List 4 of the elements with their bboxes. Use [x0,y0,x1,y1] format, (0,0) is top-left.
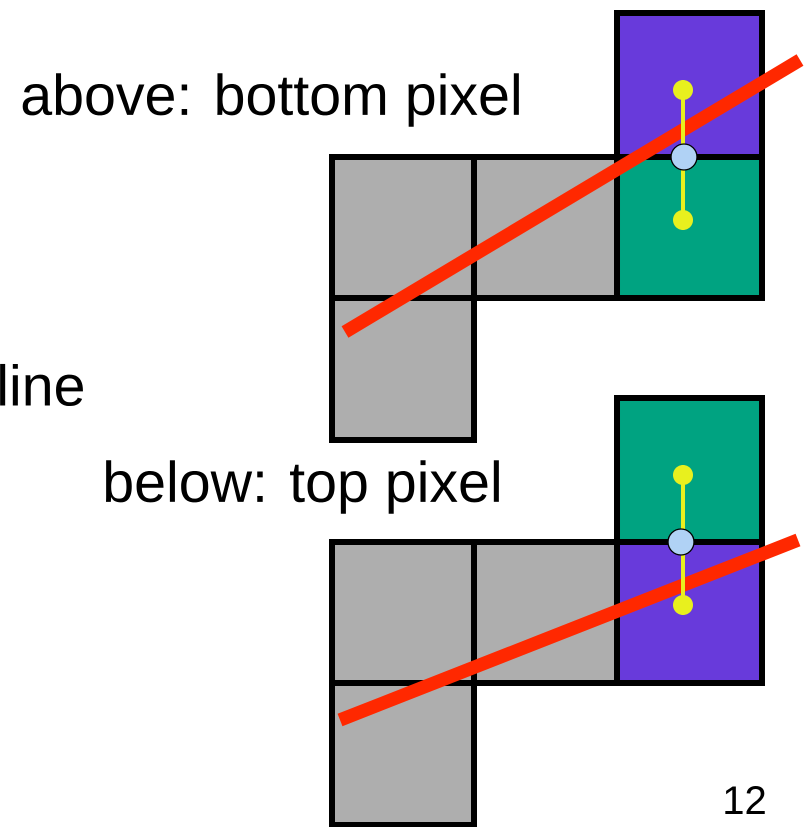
label-text: 12 [725,786,765,814]
label-text: below: top pixel [106,460,499,514]
label-text: line [0,364,83,406]
label-text: above: bottom pixel [22,73,519,127]
